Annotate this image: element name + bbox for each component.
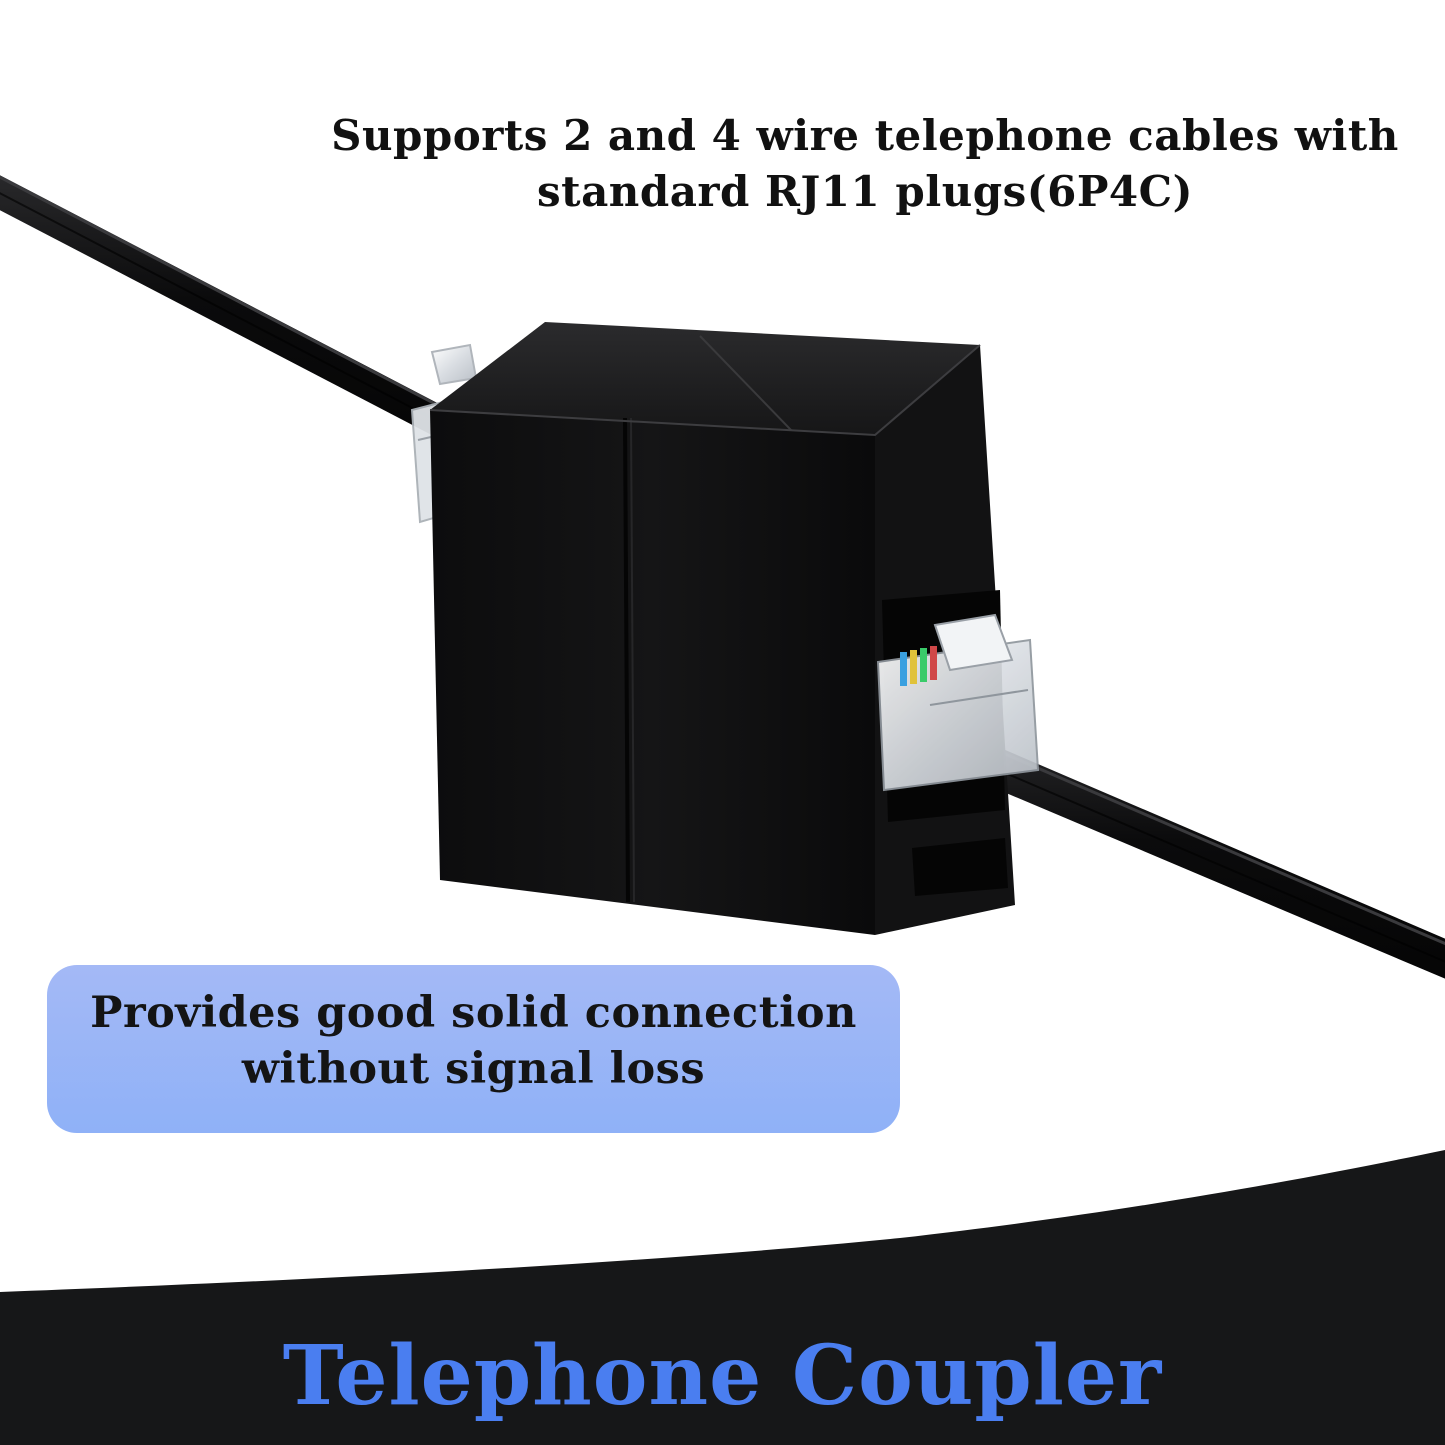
product-title: Telephone Coupler — [282, 1328, 1163, 1424]
top-caption: Supports 2 and 4 wire telephone cables w… — [250, 108, 1445, 220]
feature-badge-text: Provides good solid connection without s… — [47, 985, 900, 1097]
feature-badge — [47, 965, 900, 1133]
cable-left — [0, 175, 471, 455]
footer-band — [0, 1150, 1445, 1445]
feature-badge-line-1: Provides good solid connection — [90, 988, 857, 1038]
coupler-body — [429, 322, 1015, 935]
feature-badge-line-2: without signal loss — [241, 1044, 706, 1094]
top-caption-line-2: standard RJ11 plugs(6P4C) — [537, 167, 1193, 216]
top-caption-line-1: Supports 2 and 4 wire telephone cables w… — [331, 111, 1399, 160]
rj11-plug-right — [876, 613, 1040, 792]
